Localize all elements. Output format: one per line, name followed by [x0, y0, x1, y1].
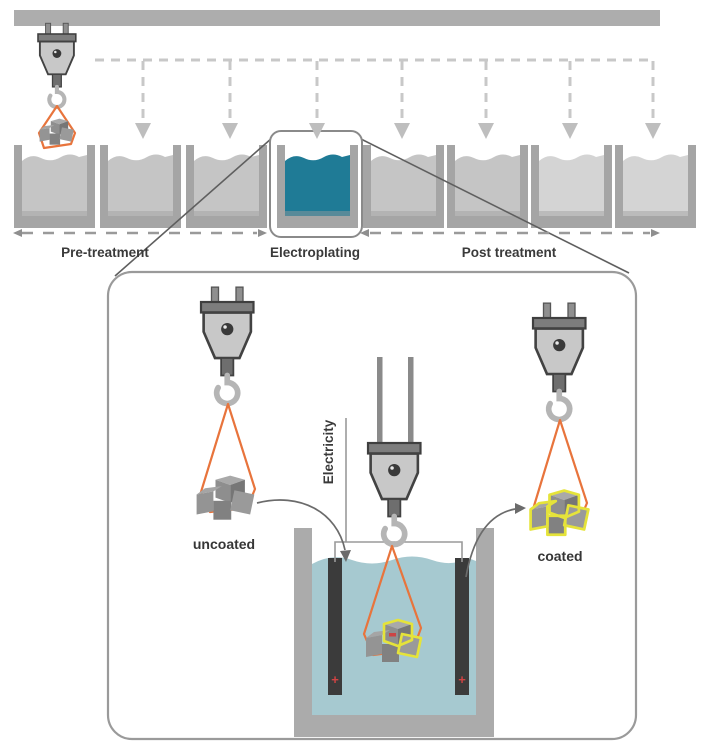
- detail-hoist-uncoated: [196, 287, 257, 520]
- lift-rod-right: [408, 357, 414, 447]
- coated-label: coated: [537, 548, 582, 564]
- stage-label-post-treatment: Post treatment: [462, 245, 557, 260]
- zoom-connector-right: [358, 137, 630, 274]
- detail-view-box: [106, 270, 638, 741]
- anode-right: [455, 558, 469, 695]
- pretreatment-tank-2: [100, 145, 181, 228]
- flow-arrow-out-of-bath: [465, 503, 526, 578]
- red-marker: [389, 633, 396, 637]
- anode-left-polarity: +: [331, 672, 339, 687]
- zoom-connector-left: [114, 137, 273, 277]
- conveyor-path-dashed: [95, 58, 661, 139]
- overview-hoist: [37, 23, 77, 150]
- pretreatment-tank-1: [14, 145, 95, 228]
- drop-arrow-icons: [135, 61, 661, 139]
- posttreatment-tank-1: [363, 145, 444, 228]
- detail-hoist-coated: [529, 303, 590, 537]
- stage-extents: [13, 229, 660, 237]
- tank-walls: [294, 528, 494, 737]
- stage-label-pre-treatment: Pre-treatment: [61, 245, 149, 260]
- pretreatment-tank-3: [186, 145, 267, 228]
- anode-left: [328, 558, 342, 695]
- electricity-label: Electricity: [321, 419, 336, 484]
- electroplating-tank-highlight: [269, 123, 363, 238]
- detail-hoist-in-bath: [362, 357, 423, 662]
- stage-label-electroplating: Electroplating: [270, 245, 360, 260]
- anode-right-polarity: +: [458, 672, 466, 687]
- parts-being-coated-icon: [366, 618, 423, 662]
- uncoated-label: uncoated: [193, 536, 255, 552]
- flow-arrow-into-bath: [256, 499, 351, 562]
- posttreatment-tank-3: [531, 145, 612, 228]
- posttreatment-tank-4: [615, 145, 696, 228]
- lift-rod-left: [377, 357, 383, 447]
- overhead-rail: [14, 10, 660, 26]
